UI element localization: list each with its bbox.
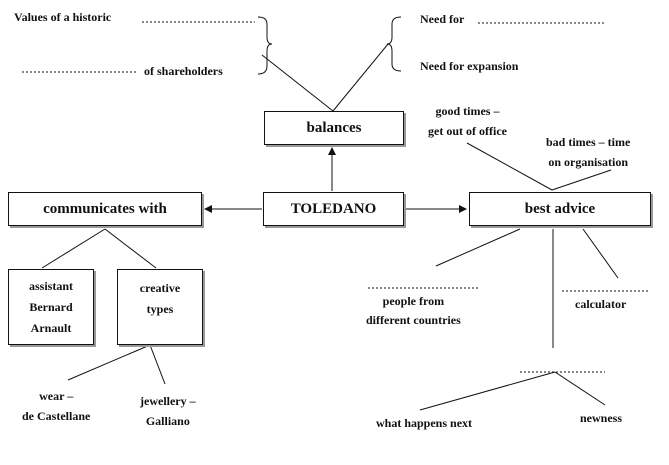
good-times-line-2: get out of office (428, 124, 507, 138)
assistant-line-3: Arnault (30, 320, 72, 335)
need-for-label: Need for (420, 12, 465, 26)
creative-line-1: creative (139, 281, 181, 295)
balances-label: balances (306, 119, 362, 136)
bad-times-line-1: bad times – time (546, 135, 631, 149)
wear-label: wear – de Castellane (22, 386, 90, 426)
communicates-with-label: communicates with (43, 200, 167, 217)
assistant-line-1: assistant (28, 278, 73, 293)
toledano-label: TOLEDANO (290, 200, 377, 217)
people-from-line-1: people from (382, 294, 445, 308)
what-happens-next-label: what happens next (376, 416, 473, 430)
assistant-line-2: Bernard (29, 299, 73, 314)
values-historic-label: Values of a historic (14, 10, 112, 24)
people-from-line-2: different countries (366, 313, 461, 327)
creative-line-2: types (146, 302, 174, 316)
need-for-expansion-label: Need for expansion (420, 59, 519, 73)
toledano-node: TOLEDANO (263, 192, 404, 226)
jewellery-label: jewellery – Galliano (140, 391, 196, 431)
wear-line-1: wear – (39, 389, 74, 403)
calculator-label: calculator (575, 297, 627, 311)
communicates-with-node: communicates with (8, 192, 202, 226)
jewellery-line-2: Galliano (145, 414, 190, 428)
jewellery-line-1: jewellery – (140, 394, 196, 408)
creative-types-node: creative types (117, 269, 203, 345)
newness-label: newness (580, 411, 623, 425)
bad-times-label: bad times – time on organisation (546, 132, 630, 172)
good-times-label: good times – get out of office (428, 101, 507, 141)
best-advice-node: best advice (469, 192, 651, 226)
wear-line-2: de Castellane (22, 409, 91, 423)
best-advice-label: best advice (524, 200, 596, 217)
assistant-node: assistant Bernard Arnault (8, 269, 94, 345)
bad-times-line-2: on organisation (548, 155, 628, 169)
of-shareholders-label: of shareholders (144, 64, 223, 78)
good-times-line-1: good times – (435, 104, 500, 118)
people-from-label: people from different countries (366, 292, 461, 330)
balances-node: balances (264, 111, 404, 145)
